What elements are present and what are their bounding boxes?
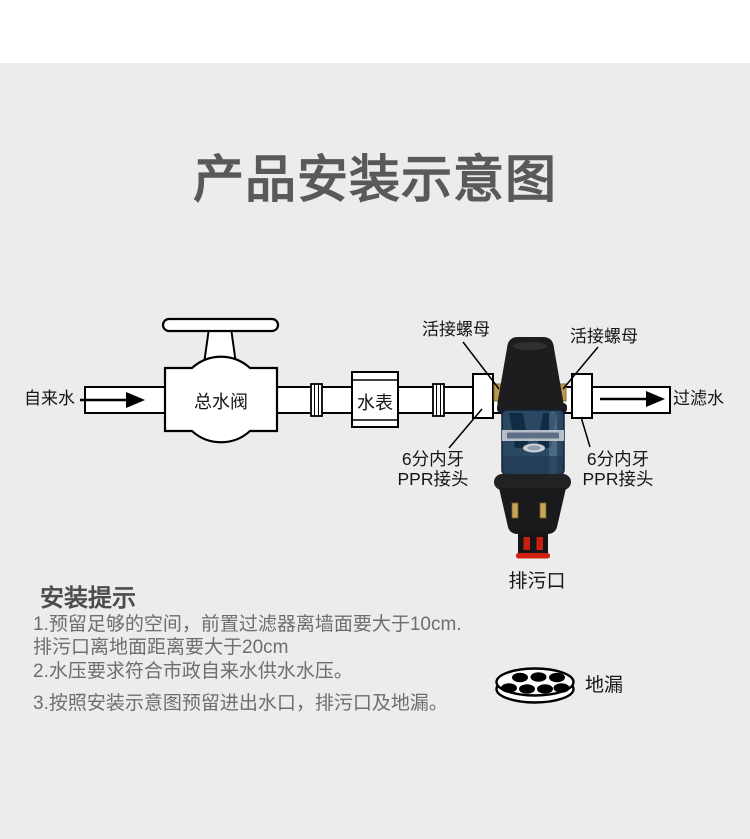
page-title: 产品安装示意图	[192, 151, 557, 208]
ppr-left-label-line2: PPR接头	[398, 469, 469, 489]
floor-drain-icon	[495, 667, 575, 704]
prefilter-device	[494, 337, 571, 559]
drain-outlet-label: 排污口	[508, 570, 565, 592]
outlet-flow-arrow-icon	[600, 391, 665, 407]
filter-bell	[494, 474, 571, 534]
tip-1-line-2: 排污口离地面距离要大于20cm	[33, 637, 289, 658]
ppr-fitting-right	[571, 373, 593, 419]
inlet-label: 自来水	[24, 389, 75, 408]
pipe-coupling-left	[310, 383, 323, 417]
ppr-fitting-left	[472, 373, 494, 419]
water-meter: 水表	[351, 371, 399, 428]
water-meter-label: 水表	[357, 393, 393, 413]
pipe-coupling-right	[432, 383, 445, 417]
union-nut-left-label: 活接螺母	[422, 320, 490, 339]
main-valve-label: 总水阀	[194, 392, 248, 412]
tips-heading: 安装提示	[40, 585, 136, 612]
inlet-flow-arrow-icon	[80, 392, 145, 408]
ppr-right-label-line2: PPR接头	[583, 469, 654, 489]
leader-lines	[448, 341, 599, 449]
filter-head	[497, 337, 567, 413]
union-nut-right-label: 活接螺母	[570, 327, 638, 346]
main-valve: 总水阀	[163, 355, 279, 444]
gray-background	[0, 63, 750, 839]
tip-2: 2.水压要求符合市政自来水供水水压。	[33, 661, 353, 682]
ppr-right-label-line1: 6分内牙	[587, 449, 649, 469]
floor-drain-label: 地漏	[585, 674, 623, 696]
ppr-left-label-line1: 6分内牙	[402, 449, 464, 469]
main-valve-handle	[161, 317, 280, 365]
drain-valve	[516, 532, 550, 559]
filter-bowl	[501, 409, 565, 476]
outlet-label: 过滤水	[673, 389, 724, 408]
tip-3: 3.按照安装示意图预留进出水口，排污口及地漏。	[33, 693, 448, 714]
tip-1-line-1: 1.预留足够的空间，前置过滤器离墙面要大于10cm.	[33, 614, 462, 635]
